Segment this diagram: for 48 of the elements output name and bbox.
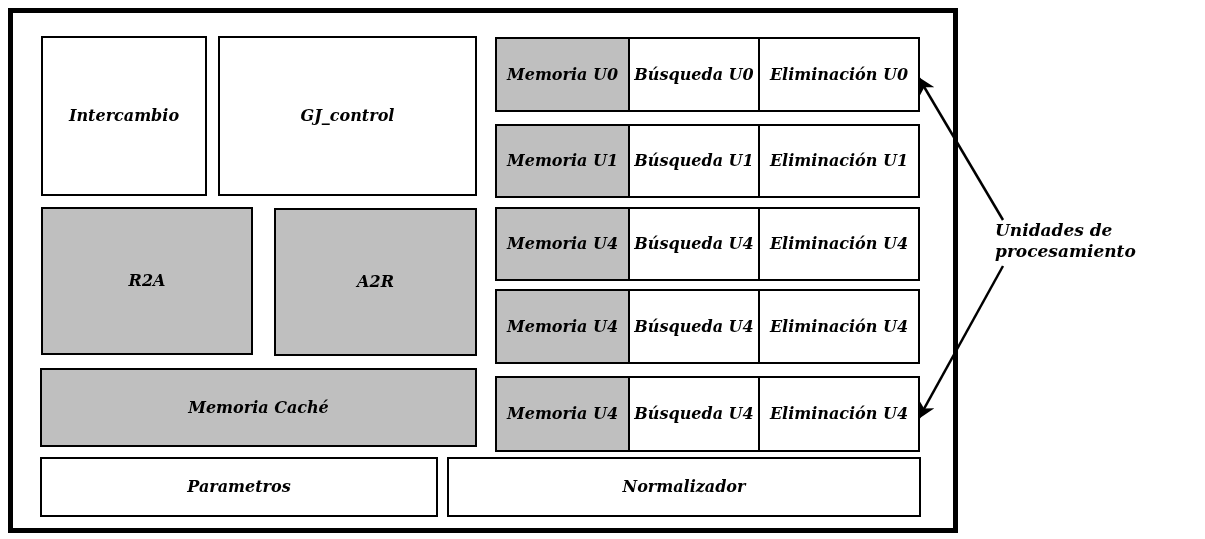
block-label: Memoria U4 <box>507 234 618 254</box>
block-box <box>41 36 207 196</box>
block-label: GJ_control <box>300 106 395 126</box>
block-box <box>274 208 477 356</box>
block-box <box>758 37 920 112</box>
block-box <box>758 207 920 281</box>
block-box <box>40 368 477 447</box>
block-label: Intercambio <box>68 106 180 126</box>
block-box <box>758 124 920 198</box>
block-label: Eliminación U4 <box>769 404 909 424</box>
block-label: Memoria U1 <box>507 151 618 171</box>
block-label: Normalizador <box>622 477 746 497</box>
block-label: Búsqueda U4 <box>634 316 754 337</box>
block-box <box>40 457 438 517</box>
block-box <box>495 289 630 364</box>
block-box <box>628 37 760 112</box>
block-box <box>628 376 760 452</box>
block-label: Búsqueda U0 <box>634 64 754 85</box>
block-label: Memoria U4 <box>507 404 618 424</box>
block-label: Memoria U4 <box>507 316 618 337</box>
block-label: Memoria U0 <box>507 64 618 85</box>
block-box <box>628 207 760 281</box>
callout-text: Unidades de procesamiento <box>995 219 1137 263</box>
block-label: Eliminación U4 <box>769 234 909 254</box>
block-label: Parametros <box>187 477 291 497</box>
block-box <box>218 36 477 196</box>
block-label: Eliminación U1 <box>769 151 909 171</box>
block-label: Búsqueda U1 <box>634 151 754 171</box>
block-box <box>758 289 920 364</box>
block-label: A2R <box>357 272 394 292</box>
block-label: Búsqueda U4 <box>634 234 754 254</box>
block-box <box>758 376 920 452</box>
block-label: Memoria Caché <box>188 397 329 418</box>
block-label: Búsqueda U4 <box>634 404 754 424</box>
block-label: Eliminación U4 <box>769 316 909 337</box>
block-box <box>495 376 630 452</box>
block-label: Eliminación U0 <box>769 64 909 85</box>
block-label: R2A <box>128 271 166 291</box>
block-box <box>41 207 253 355</box>
arrow <box>917 265 1005 420</box>
outer-frame <box>8 8 958 533</box>
arrow <box>917 76 1005 221</box>
block-box <box>628 124 760 198</box>
block-box <box>495 124 630 198</box>
block-box <box>628 289 760 364</box>
block-box <box>447 457 921 517</box>
block-box <box>495 37 630 112</box>
block-box <box>495 207 630 281</box>
